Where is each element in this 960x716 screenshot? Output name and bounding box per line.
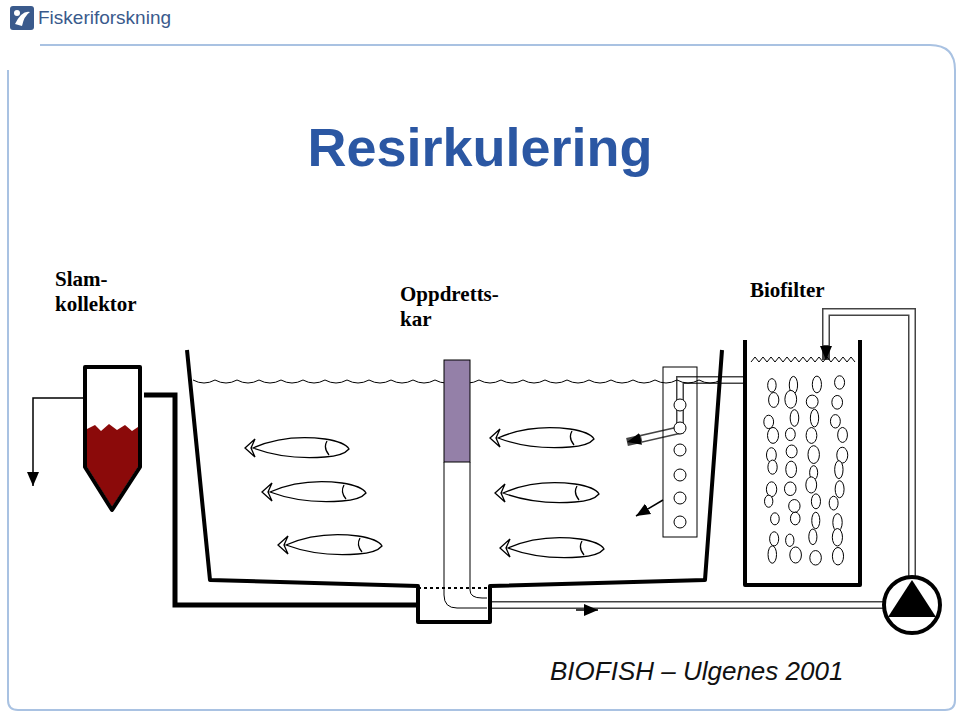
biofilter-tank: Biofilter [745,340,860,585]
filter-media [768,427,779,443]
pipe-bore [490,312,912,605]
filter-media [790,512,800,525]
outlet-pipe [33,398,85,486]
pipe-group [627,380,745,442]
source-caption: BIOFISH – Ulgenes 2001 [550,656,843,687]
filter-media [790,547,802,563]
filter-media [809,529,817,545]
filter-media [786,445,797,458]
filter-media [784,482,796,496]
drain-grid [418,587,490,589]
filter-media [829,496,838,510]
inlet-hole [674,469,686,481]
filter-media [764,415,774,428]
filter-media [835,461,843,479]
logo-icon [10,6,34,30]
fish-tank-outline [187,350,722,622]
filter-media [808,446,819,464]
tank-wall [187,350,722,622]
pipe-bore [642,380,745,439]
filter-media [789,500,800,513]
filter-media [806,428,817,444]
collector-wall [85,367,140,510]
filter-media [835,376,845,389]
inflow-arrow [636,500,663,516]
filter-media [785,428,795,441]
filter-media [769,392,779,407]
filter-media [830,415,840,428]
filter-media [832,547,843,564]
fish [278,535,382,555]
fish [262,482,366,502]
fish [500,538,604,558]
filter-media [812,376,821,393]
fish-tank: Oppdretts- kar [187,350,722,622]
biofilter-wall [745,340,860,585]
filter-media [810,409,818,427]
filter-media [768,460,777,474]
filter-media [806,395,818,408]
filter-media [785,390,797,408]
fish [245,438,349,458]
water-pipe [490,312,912,605]
filter-media [810,551,822,565]
part-heading: Oppdretts- kar [400,282,525,332]
inlet-hole [674,516,686,528]
filter-media [812,512,820,529]
filter-media [768,379,776,392]
part-heading: Biofilter [750,278,860,303]
standpipe [444,462,487,608]
filter-media [771,513,780,525]
standpipe-top [444,360,470,462]
filter-media [838,427,848,442]
water-pipe [627,380,745,442]
pipe-group [144,395,418,605]
inlet-hole [674,422,686,434]
logo-text: Fiskeriforskning [38,7,171,29]
sludge-collector-outline [85,367,140,510]
filter-media [768,546,776,563]
inlet-hole [674,399,686,411]
flow-arrow [576,609,598,611]
sludge-fill [87,424,138,507]
filter-media [765,495,773,507]
fish [495,483,599,503]
filter-media [786,461,797,477]
pipe-group [490,312,912,605]
filter-media [835,481,844,498]
inlet-distributor [663,367,697,537]
sludge-pipe [144,395,418,605]
filter-media [770,532,779,546]
pump-symbol [884,577,940,633]
filter-media [832,529,842,546]
filter-media [786,534,794,546]
slide-title: Resirkulering [0,116,960,178]
filter-media [766,482,776,497]
biofilter-tank-outline [745,340,860,585]
fish [490,428,594,448]
water-surface [751,357,855,362]
inlet-hole [674,444,686,456]
filter-media [790,410,799,427]
filter-media [832,395,843,409]
inlet-hole [674,492,686,504]
sludge-collector: Slam- kollektor [85,367,140,510]
filter-media [806,477,817,493]
part-heading: Slam- kollektor [55,267,155,317]
filter-media [811,494,820,509]
